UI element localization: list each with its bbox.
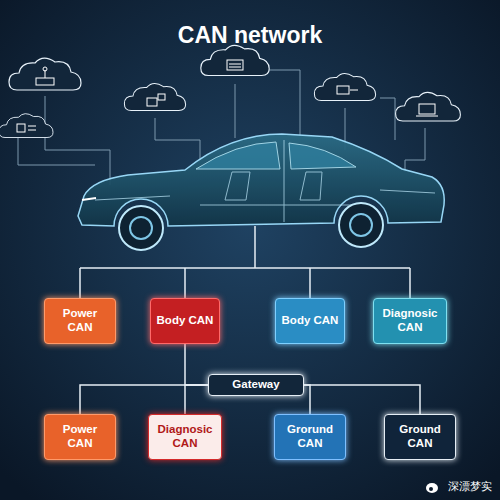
box-label: Body CAN	[282, 314, 339, 328]
bus-box: Power CAN	[44, 414, 116, 460]
bus-box: Body CAN	[150, 298, 220, 344]
bus-connector	[304, 385, 420, 414]
bus-box: Diagnosic CAN	[148, 414, 222, 460]
device-icons	[17, 60, 438, 132]
bus-box: Power CAN	[44, 298, 116, 344]
watermark-logo	[426, 483, 438, 493]
bus-box: Grorund CAN	[274, 414, 346, 460]
bus-connector	[185, 344, 208, 385]
diagram-title: CAN network	[0, 22, 500, 49]
box-label: Body CAN	[157, 314, 214, 328]
bus-connector	[185, 385, 208, 414]
car-illustration	[78, 134, 444, 250]
bus-box: Body CAN	[275, 298, 345, 344]
box-label: Diagnosic CAN	[153, 423, 217, 451]
gateway-box: Gateway	[208, 374, 304, 396]
bus-box: Ground CAN	[384, 414, 456, 460]
bus-box: Diagnosic CAN	[373, 298, 447, 344]
box-label: Power CAN	[49, 307, 111, 335]
cloud-icons	[0, 45, 460, 137]
watermark: 深漂梦实	[448, 479, 492, 494]
bus-connector	[304, 385, 310, 414]
bus-lines	[80, 226, 410, 298]
box-label: Gateway	[232, 378, 279, 392]
box-label: Ground CAN	[389, 423, 451, 451]
box-label: Power CAN	[49, 423, 111, 451]
box-label: Grorund CAN	[279, 423, 341, 451]
bus-connector	[80, 385, 208, 414]
box-label: Diagnosic CAN	[378, 307, 442, 335]
